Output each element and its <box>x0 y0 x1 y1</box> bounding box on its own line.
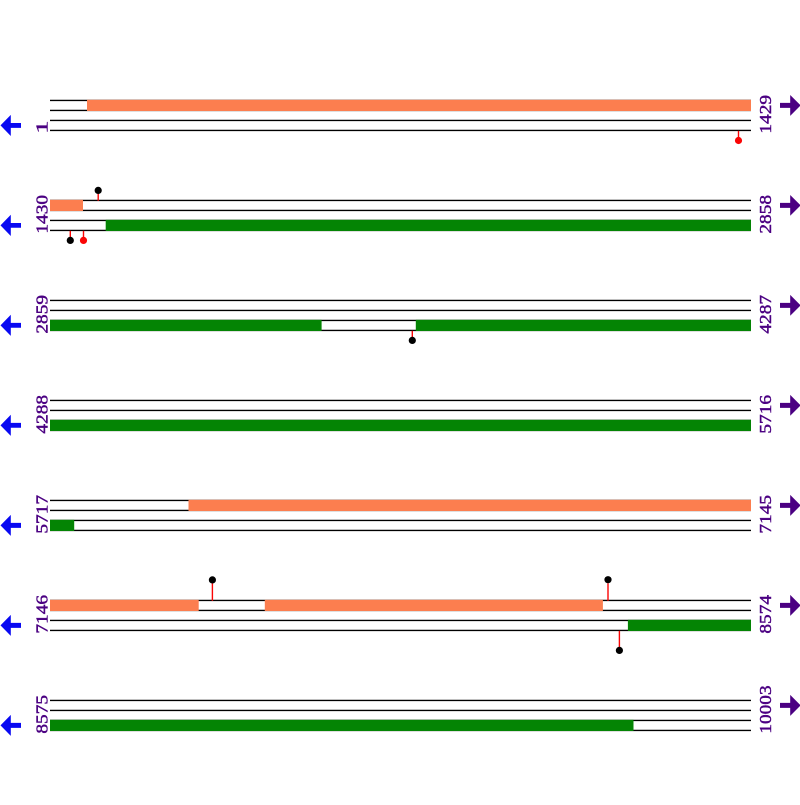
svg-text:1430: 1430 <box>33 195 52 234</box>
svg-text:2858: 2858 <box>756 195 775 234</box>
svg-text:4288: 4288 <box>33 395 52 434</box>
svg-text:1429: 1429 <box>756 95 775 134</box>
svg-text:1: 1 <box>33 121 52 134</box>
svg-text:8574: 8574 <box>756 594 775 633</box>
svg-text:5716: 5716 <box>756 395 775 434</box>
svg-text:2859: 2859 <box>33 295 52 334</box>
svg-text:8575: 8575 <box>33 695 52 734</box>
svg-text:7146: 7146 <box>33 595 52 634</box>
svg-text:5717: 5717 <box>33 494 52 533</box>
svg-text:4287: 4287 <box>756 294 775 333</box>
svg-text:10003: 10003 <box>756 685 775 733</box>
svg-text:7145: 7145 <box>756 495 775 534</box>
